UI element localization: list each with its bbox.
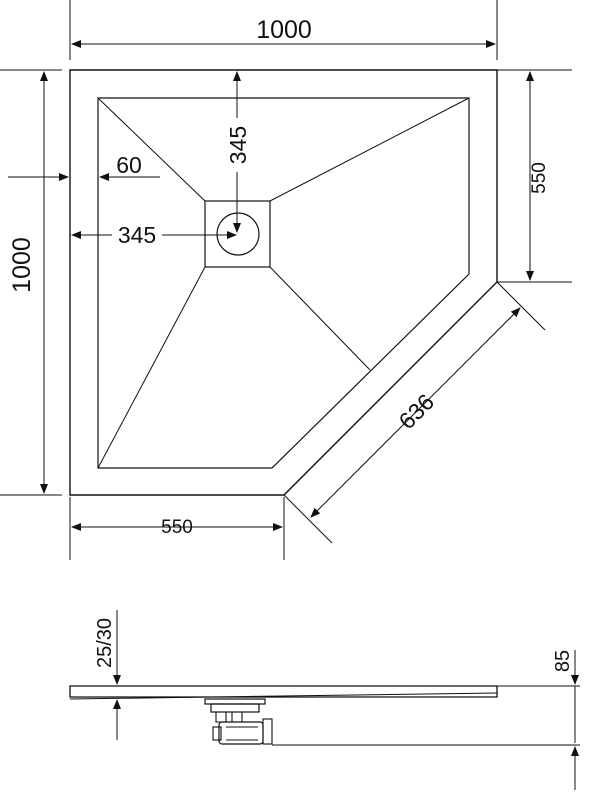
- drain-trap-icon: [204, 698, 273, 745]
- slope-line-bottom-right: [269, 266, 371, 371]
- dim-line-diagonal: [310, 307, 521, 518]
- plan-view: 1000 1000 550 550 636 345 345 60: [0, 0, 572, 560]
- slope-line-top-left: [97, 97, 206, 202]
- dim-label-side-total-height: 85: [552, 650, 574, 672]
- side-view: 25/30 85: [69, 610, 580, 790]
- side-tray-slab: [69, 685, 498, 698]
- dim-label-drain-from-top: 345: [225, 126, 251, 164]
- dim-label-top-width: 1000: [256, 16, 312, 44]
- drain-circle-icon: [216, 212, 260, 256]
- slope-line-bottom-left: [97, 266, 206, 469]
- slope-line-top-right: [269, 97, 470, 202]
- dim-label-border-inset: 60: [116, 152, 142, 178]
- dim-label-right-side: 550: [529, 162, 550, 194]
- dim-label-drain-from-left: 345: [118, 222, 156, 248]
- dim-label-left-height: 1000: [8, 237, 36, 293]
- tray-outline: [69, 69, 498, 496]
- dim-label-side-thickness: 25/30: [94, 618, 116, 668]
- dim-label-bottom-side: 550: [161, 517, 193, 538]
